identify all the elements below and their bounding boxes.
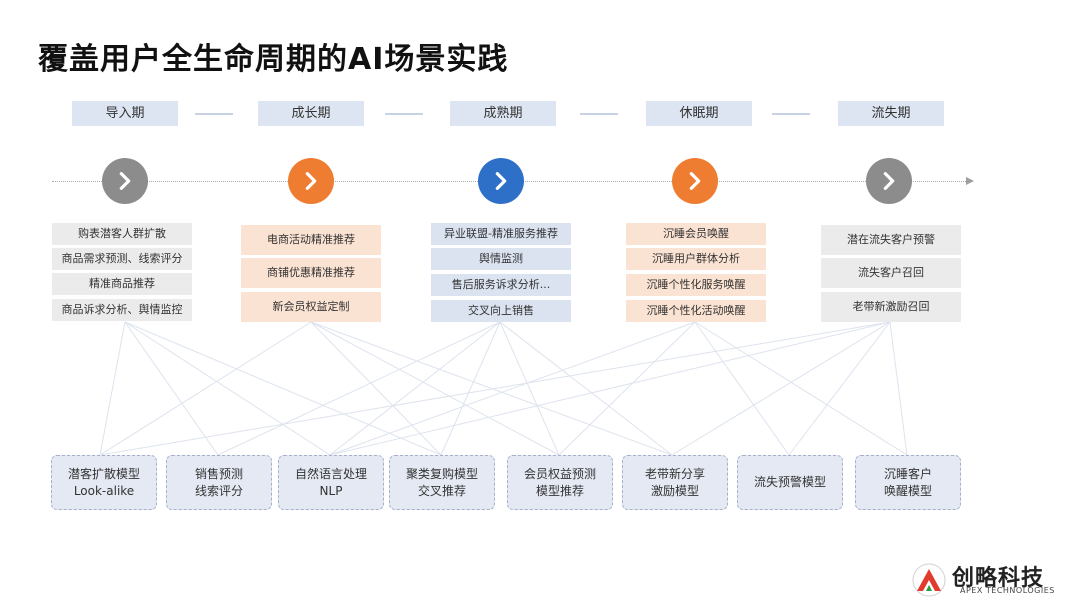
feature-item: 沉睡用户群体分析 <box>626 248 766 270</box>
chevron-right-icon <box>883 172 895 190</box>
brand-name: 创略科技 <box>952 566 1045 591</box>
model-name: 沉睡客户 <box>883 466 932 481</box>
model-name: 聚类复购模型 <box>405 466 478 481</box>
stage-label-growth: 成长期 <box>258 101 364 126</box>
feature-item: 沉睡个性化服务唤醒 <box>626 274 766 296</box>
feature-item: 购表潜客人群扩散 <box>52 223 192 245</box>
feature-item: 售后服务诉求分析... <box>431 274 571 296</box>
model-card-sales-forecast: 销售预测 线索评分 <box>166 455 272 510</box>
brand-subtitle: APEX TECHNOLOGIES <box>960 586 1055 595</box>
feature-item: 交叉向上销售 <box>431 300 571 322</box>
stage-connector <box>580 113 618 115</box>
stage-connector <box>772 113 810 115</box>
model-name: 自然语言处理 <box>294 466 367 481</box>
stage-connector <box>195 113 233 115</box>
stage-label-intro: 导入期 <box>72 101 178 126</box>
model-name: 老带新分享 <box>644 466 705 481</box>
timeline-arrow-icon <box>966 177 974 185</box>
model-card-lookalike: 潜客扩散模型 Look-alike <box>51 455 157 510</box>
model-subtitle: Look-alike <box>73 483 135 498</box>
feature-item: 精准商品推荐 <box>52 273 192 295</box>
model-subtitle: 激励模型 <box>650 483 699 498</box>
feature-item: 流失客户召回 <box>821 258 961 288</box>
feature-item: 老带新激励召回 <box>821 292 961 322</box>
feature-item: 沉睡会员唤醒 <box>626 223 766 245</box>
chevron-right-icon <box>495 172 507 190</box>
stage-node-dormant <box>672 158 718 204</box>
feature-item: 沉睡个性化活动唤醒 <box>626 300 766 322</box>
model-card-clustering: 聚类复购模型 交叉推荐 <box>389 455 495 510</box>
feature-item: 商品诉求分析、舆情监控 <box>52 299 192 321</box>
stage-label-churn: 流失期 <box>838 101 944 126</box>
page-title: 覆盖用户全生命周期的AI场景实践 <box>38 42 509 77</box>
model-subtitle: NLP <box>319 483 343 498</box>
apex-logo-icon <box>912 563 946 597</box>
stage-label-dormant: 休眠期 <box>646 101 752 126</box>
feature-item: 电商活动精准推荐 <box>241 225 381 255</box>
chevron-right-icon <box>689 172 701 190</box>
feature-item: 异业联盟-精准服务推荐 <box>431 223 571 245</box>
model-subtitle: 交叉推荐 <box>417 483 466 498</box>
model-name: 潜客扩散模型 <box>67 466 140 481</box>
model-name: 流失预警模型 <box>753 475 826 489</box>
model-subtitle: 模型推荐 <box>535 483 584 498</box>
model-name: 销售预测 <box>194 466 243 481</box>
feature-item: 新会员权益定制 <box>241 292 381 322</box>
stage-node-intro <box>102 158 148 204</box>
stage-connector <box>385 113 423 115</box>
stage-label-mature: 成熟期 <box>450 101 556 126</box>
brand-logo: 创略科技 APEX TECHNOLOGIES <box>912 560 1062 600</box>
feature-item: 商品需求预测、线索评分 <box>52 248 192 270</box>
model-card-nlp: 自然语言处理 NLP <box>278 455 384 510</box>
model-card-membership: 会员权益预测 模型推荐 <box>507 455 613 510</box>
feature-item: 舆情监测 <box>431 248 571 270</box>
feature-item: 商铺优惠精准推荐 <box>241 258 381 288</box>
stage-node-churn <box>866 158 912 204</box>
feature-item: 潜在流失客户预警 <box>821 225 961 255</box>
stage-node-growth <box>288 158 334 204</box>
model-card-churn-warning: 流失预警模型 <box>737 455 843 510</box>
model-name: 会员权益预测 <box>523 466 596 481</box>
model-subtitle: 线索评分 <box>194 483 243 498</box>
stage-node-mature <box>478 158 524 204</box>
chevron-right-icon <box>119 172 131 190</box>
model-subtitle: 唤醒模型 <box>883 483 932 498</box>
chevron-right-icon <box>305 172 317 190</box>
model-card-dormant-wakeup: 沉睡客户 唤醒模型 <box>855 455 961 510</box>
model-card-referral: 老带新分享 激励模型 <box>622 455 728 510</box>
